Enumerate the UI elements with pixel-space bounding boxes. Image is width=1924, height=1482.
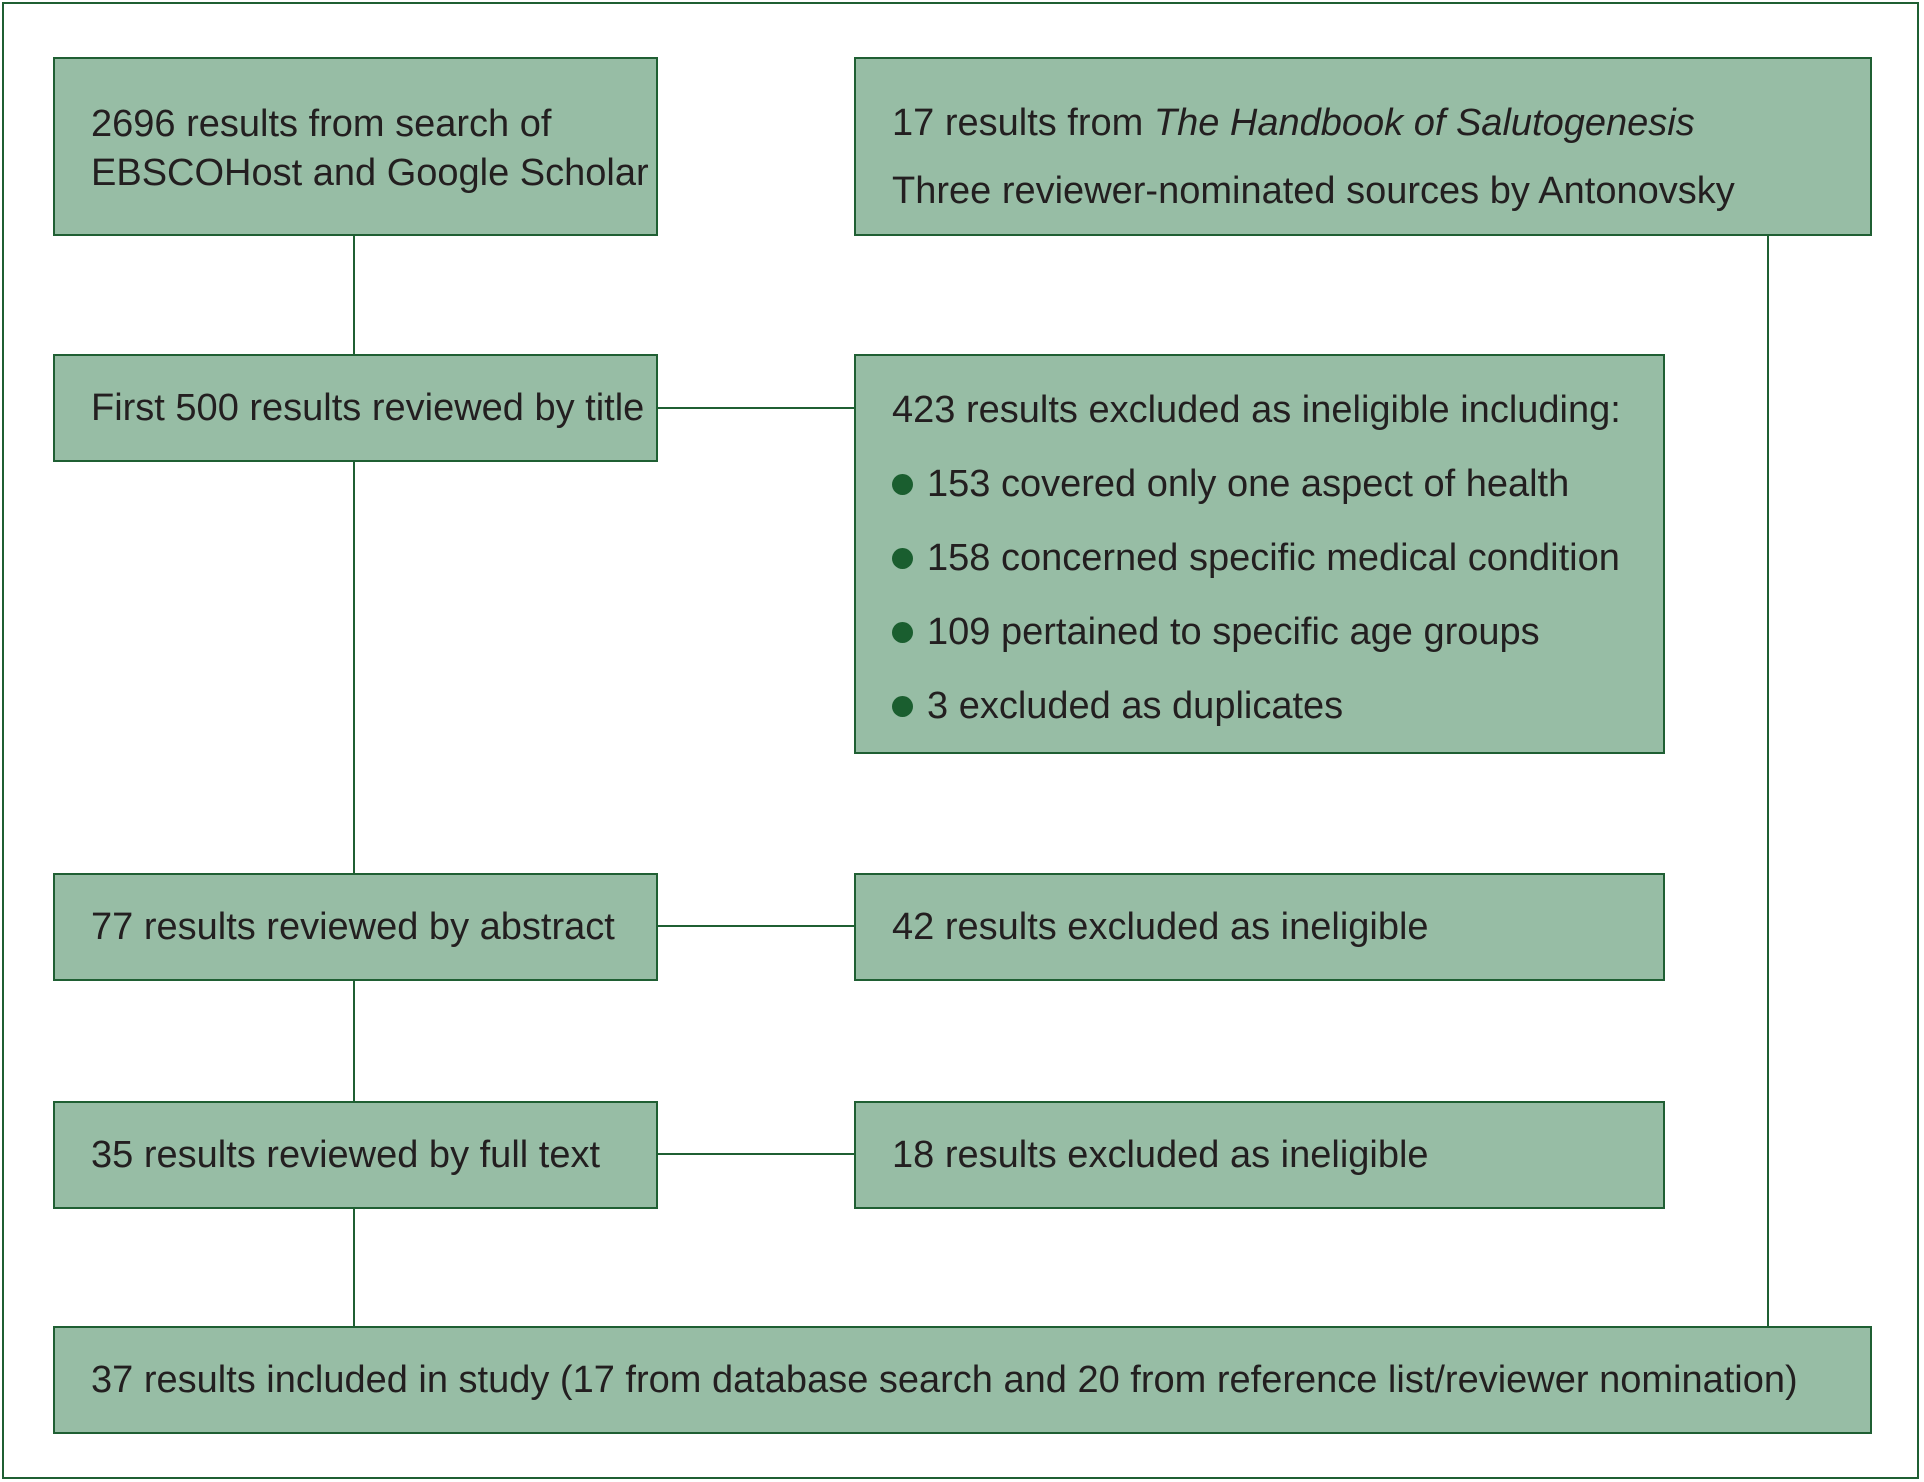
bullet-icon (892, 547, 913, 569)
excluded-by-title-heading: 423 results excluded as ineligible inclu… (892, 389, 1621, 431)
exclusion-reason-item: 153 covered only one aspect of health (892, 447, 1663, 521)
abstract-review-text: 77 results reviewed by abstract (91, 905, 615, 948)
title-review-text: First 500 results reviewed by title (91, 386, 645, 429)
included-in-study-text: 37 results included in study (17 from da… (91, 1358, 1798, 1401)
bullet-icon (892, 473, 913, 495)
exclusion-reason-text: 109 pertained to specific age groups (927, 611, 1540, 653)
exclusion-reason-text: 3 excluded as duplicates (927, 685, 1344, 727)
exclusion-reason-item: 109 pertained to specific age groups (892, 595, 1663, 669)
bullet-icon (892, 695, 913, 717)
excluded-by-title-box: 423 results excluded as ineligible inclu… (854, 354, 1665, 754)
exclusion-reason-item: 3 excluded as duplicates (892, 669, 1663, 743)
search-results-box: 2696 results from search of EBSCOHost an… (53, 57, 658, 236)
reviewer-nominated-line: Three reviewer-nominated sources by Anto… (892, 170, 1735, 212)
excluded-by-abstract-box: 42 results excluded as ineligible (854, 873, 1665, 981)
exclusion-reason-item: 158 concerned specific medical condition (892, 521, 1663, 595)
search-results-line1: 2696 results from search of (91, 103, 552, 145)
fulltext-review-text: 35 results reviewed by full text (91, 1133, 601, 1176)
exclusion-reason-text: 153 covered only one aspect of health (927, 463, 1570, 505)
handbook-results-line1: 17 results from The Handbook of Salutoge… (892, 89, 1870, 157)
included-in-study-box: 37 results included in study (17 from da… (53, 1326, 1872, 1434)
excluded-by-abstract-text: 42 results excluded as ineligible (892, 905, 1429, 948)
abstract-review-box: 77 results reviewed by abstract (53, 873, 658, 981)
search-results-line2: EBSCOHost and Google Scholar (91, 152, 649, 194)
bullet-icon (892, 621, 913, 643)
excluded-by-fulltext-box: 18 results excluded as ineligible (854, 1101, 1665, 1209)
fulltext-review-box: 35 results reviewed by full text (53, 1101, 658, 1209)
handbook-title: The Handbook of Salutogenesis (1153, 102, 1695, 144)
title-review-box: First 500 results reviewed by title (53, 354, 658, 462)
excluded-by-fulltext-text: 18 results excluded as ineligible (892, 1133, 1429, 1176)
exclusion-reason-text: 158 concerned specific medical condition (927, 537, 1620, 579)
handbook-results-box: 17 results from The Handbook of Salutoge… (854, 57, 1872, 236)
handbook-results-prefix: 17 results from (892, 102, 1154, 144)
